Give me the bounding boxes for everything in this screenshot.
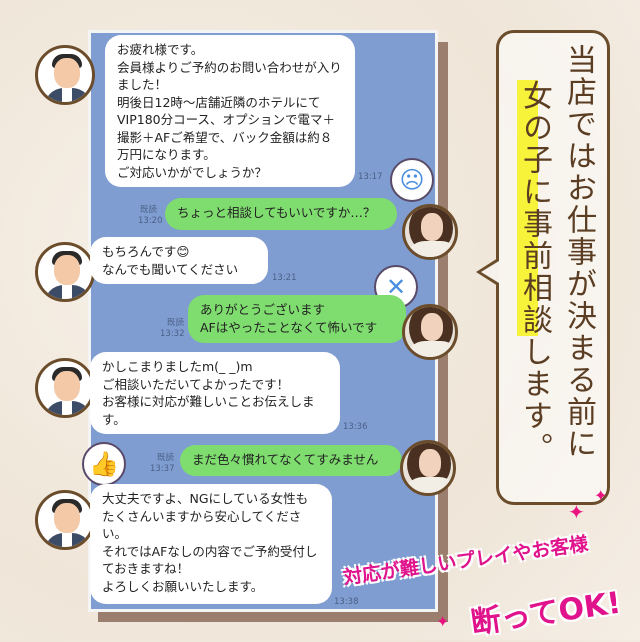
message-bubble: 大丈夫ですよ、NGにしている女性もたくさんいますから安心してください。 それでは… [90,484,332,604]
timestamp: 13:37 [150,464,175,474]
message-bubble: お疲れ様です。 会員様よりご予約のお問い合わせが入りました！ 明後日12時〜店舗… [105,35,355,187]
message-bubble: もちろんです😊 なんでも聞いてください [90,237,268,284]
girl-avatar [402,204,458,260]
sparkle-icon: ✦ [594,486,608,505]
timestamp: 13:20 [138,216,163,226]
tagline-line2: 断ってOK! [468,585,624,642]
callout-tail-fill [481,261,499,283]
staff-avatar [35,490,95,550]
timestamp: 13:32 [160,329,185,339]
timestamp: 13:38 [334,597,359,607]
message-bubble: ちょっと相談してもいいですか…？ [165,198,397,230]
timestamp: 13:21 [272,273,297,283]
message-bubble: ありがとうございます AFはやったことなくて怖いです [188,295,406,343]
callout-line2: 女の子に事前相談します。 [516,80,552,464]
staff-avatar [35,45,95,105]
callout-highlight: 女の子に事前相談 [517,80,552,336]
read-label: 既読 [167,318,185,328]
message-bubble: まだ色々慣れてなくてすみません [180,445,402,476]
staff-avatar [35,358,95,418]
read-label: 既読 [140,205,158,215]
staff-avatar [35,242,95,302]
timestamp: 13:36 [343,422,368,432]
confused-sticker-icon: ☹ [390,158,434,202]
girl-avatar [402,304,458,360]
read-label: 既読 [157,453,175,463]
callout-line1: 当店ではお仕事が決まる前に [561,44,596,460]
sparkle-icon: ✦ [568,500,585,524]
callout-box [496,30,610,505]
girl-avatar [400,440,456,496]
callout-line2-rest: します。 [517,336,552,464]
message-bubble: かしこまりましたm(_ _)m ご相談いただいてよかったです！ お客様に対応が難… [90,352,340,434]
timestamp: 13:17 [358,172,383,182]
thumbs-up-icon: 👍 [82,442,126,486]
sparkle-icon: ✦ [436,612,450,631]
